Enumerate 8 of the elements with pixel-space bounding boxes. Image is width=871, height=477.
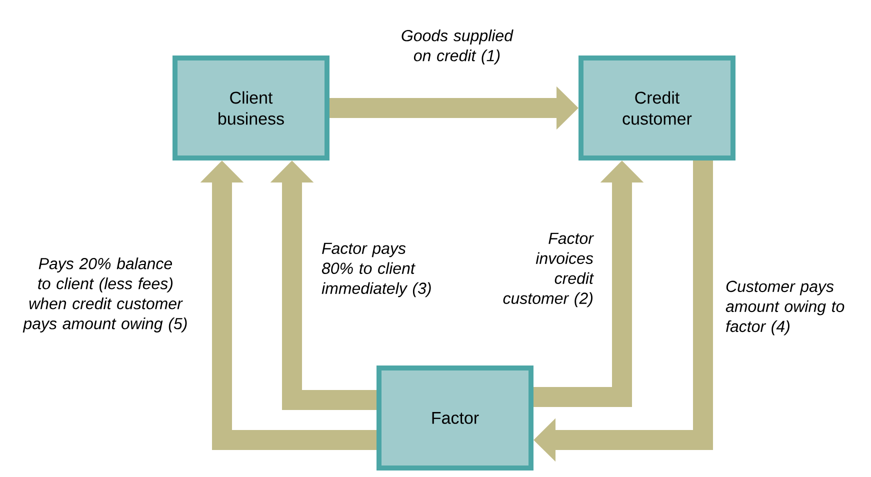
process-box: Factor: [376, 365, 534, 470]
edge-label: Factor invoices credit customer (2): [503, 232, 594, 308]
process-box: Credit customer: [578, 56, 736, 160]
edge-label: Factor pays 80% to client immediately (3): [322, 242, 431, 298]
edge-label: Goods supplied on credit (1): [402, 30, 514, 64]
edge-label: Pays 20% balance to client (less fees) when credit customer pays amount owing (5): [22, 258, 187, 332]
edge-label: Customer pays amount owing to factor (4): [726, 280, 844, 336]
process-box: Client business: [172, 56, 330, 160]
